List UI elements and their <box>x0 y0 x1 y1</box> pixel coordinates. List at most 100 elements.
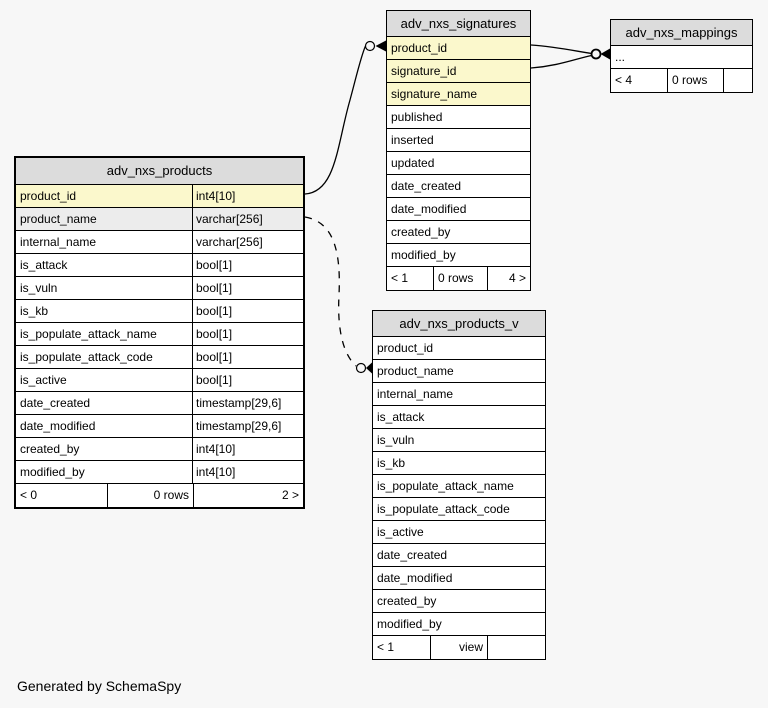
zero-one-circle-icon <box>364 40 376 52</box>
table-columns: product_id product_name internal_name is_at… <box>373 337 545 636</box>
column-name: is_vuln <box>377 433 415 447</box>
column-name: date_modified <box>391 202 467 216</box>
edge-signatures-mappings <box>530 44 610 69</box>
column-type: bool[1] <box>192 254 303 276</box>
edge-products-productsv <box>304 216 372 374</box>
footer-cell: 0 rows <box>434 267 488 290</box>
column-name: is_populate_attack_name <box>377 479 514 493</box>
column-type: int4[10] <box>192 438 303 460</box>
column-name: product_id <box>391 41 448 55</box>
column-row-is-kb: is_kb bool[1] <box>16 300 303 323</box>
column-name: product_name <box>377 364 454 378</box>
table-adv-nxs-products-v: adv_nxs_products_v product_id product_nam… <box>372 310 546 660</box>
column-row-product-id: product_id <box>373 337 545 360</box>
column-row-internal-name: internal_name <box>373 383 545 406</box>
footer-cell: < 1 <box>387 267 434 290</box>
column-row-product-id: product_id <box>387 37 530 60</box>
column-type: bool[1] <box>192 277 303 299</box>
column-type: varchar[256] <box>192 208 303 230</box>
column-name: is_attack <box>20 258 68 272</box>
footer-cell <box>724 69 752 92</box>
column-name: published <box>391 110 443 124</box>
column-name: product_name <box>20 212 97 226</box>
column-row--: ... <box>611 46 752 69</box>
column-name: date_created <box>20 396 91 410</box>
column-name: is_kb <box>377 456 406 470</box>
column-row-updated: updated <box>387 152 530 175</box>
column-type: varchar[256] <box>192 231 303 253</box>
column-type: bool[1] <box>192 369 303 391</box>
column-name: created_by <box>391 225 451 239</box>
column-row-is-attack: is_attack bool[1] <box>16 254 303 277</box>
column-name: date_created <box>391 179 462 193</box>
column-type: bool[1] <box>192 300 303 322</box>
zero-one-circle-icon <box>355 362 367 374</box>
column-row-date-created: date_created <box>387 175 530 198</box>
column-row-published: published <box>387 106 530 129</box>
column-type: int4[10] <box>192 185 303 207</box>
column-name: date_modified <box>20 419 96 433</box>
column-name: updated <box>391 156 435 170</box>
column-name: is_populate_attack_code <box>377 502 510 516</box>
footer-cell: 2 > <box>281 488 299 502</box>
arrowhead-icon <box>375 40 386 52</box>
footer-cell: 0 rows <box>108 484 194 507</box>
footer-cell: 4 > <box>508 271 526 285</box>
arrowhead-icon <box>600 48 610 60</box>
column-name: date_created <box>377 548 448 562</box>
column-row-inserted: inserted <box>387 129 530 152</box>
footer-cell: < 4 <box>611 69 668 92</box>
table-title[interactable]: adv_nxs_signatures <box>387 11 530 37</box>
column-row-created-by: created_by <box>387 221 530 244</box>
column-row-internal-name: internal_name varchar[256] <box>16 231 303 254</box>
column-name: signature_name <box>391 87 478 101</box>
column-row-date-modified: date_modified timestamp[29,6] <box>16 415 303 438</box>
column-row-date-modified: date_modified <box>387 198 530 221</box>
column-name: is_vuln <box>20 281 58 295</box>
column-row-product-name: product_name varchar[256] <box>16 208 303 231</box>
column-row-is-vuln: is_vuln bool[1] <box>16 277 303 300</box>
column-type: timestamp[29,6] <box>192 415 303 437</box>
generated-by-note: Generated by SchemaSpy <box>17 678 182 694</box>
column-name: internal_name <box>20 235 97 249</box>
column-row-product-name: product_name <box>373 360 545 383</box>
column-row-is-vuln: is_vuln <box>373 429 545 452</box>
column-row-is-attack: is_attack <box>373 406 545 429</box>
column-name: is_kb <box>20 304 49 318</box>
column-type: bool[1] <box>192 346 303 368</box>
table-title[interactable]: adv_nxs_products_v <box>373 311 545 337</box>
footer-cell: view <box>431 636 488 659</box>
column-row-modified-by: modified_by <box>387 244 530 267</box>
column-name: date_modified <box>377 571 453 585</box>
column-name: is_active <box>377 525 424 539</box>
footer-cell: < 0 <box>16 484 108 507</box>
column-name: is_active <box>20 373 67 387</box>
column-name: is_attack <box>377 410 425 424</box>
column-name: modified_by <box>20 465 85 479</box>
column-type: timestamp[29,6] <box>192 392 303 414</box>
column-row-date-created: date_created timestamp[29,6] <box>16 392 303 415</box>
column-row-is-populate-attack-name: is_populate_attack_name <box>373 475 545 498</box>
table-title[interactable]: adv_nxs_mappings <box>611 20 752 46</box>
table-title[interactable]: adv_nxs_products <box>16 158 303 185</box>
column-name: created_by <box>377 594 437 608</box>
edge-products-signatures <box>304 40 386 195</box>
footer-cell: < 1 <box>373 636 431 659</box>
column-name: signature_id <box>391 64 457 78</box>
column-name: internal_name <box>377 387 454 401</box>
column-name: inserted <box>391 133 434 147</box>
column-row-is-active: is_active <box>373 521 545 544</box>
column-name: ... <box>615 50 626 64</box>
column-row-is-active: is_active bool[1] <box>16 369 303 392</box>
column-row-created-by: created_by <box>373 590 545 613</box>
